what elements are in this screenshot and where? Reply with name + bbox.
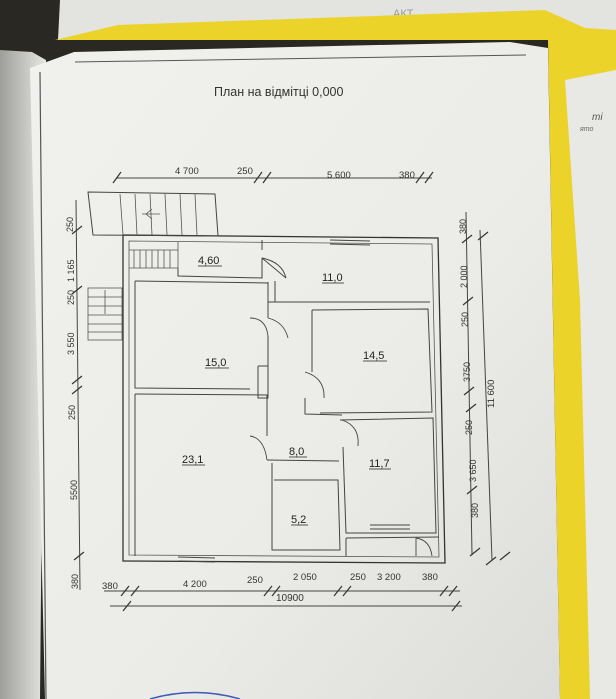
yellow-folder — [55, 10, 616, 699]
plan-dimensions: 4 700 250 5 600 380 380 4 200 250 2 050 … — [65, 166, 497, 604]
page-rule-left — [39, 71, 47, 699]
room-area-label: 4,60 — [198, 255, 219, 267]
dim-left: 250 — [67, 405, 77, 420]
dim-top: 4 700 — [175, 166, 199, 177]
page-rule-top — [74, 54, 527, 63]
dim-right: 380 — [470, 503, 480, 518]
room-area-label: 15,0 — [205, 357, 226, 369]
dim-line-right — [465, 211, 473, 556]
dim-top: 380 — [399, 170, 415, 181]
room-label-underlines — [182, 265, 391, 526]
dim-line-left — [75, 199, 81, 591]
dim-line-right-total — [479, 229, 493, 561]
dim-bottom: 3 200 — [377, 572, 401, 583]
dim-bottom: 4 200 — [183, 579, 207, 590]
room-area-label: 5,2 — [291, 514, 306, 526]
porch — [87, 191, 219, 237]
dim-left: 380 — [70, 574, 80, 589]
paper-sheet — [30, 42, 560, 699]
dim-left: 5500 — [69, 480, 79, 500]
dim-left: 250 — [66, 290, 76, 305]
windows — [177, 239, 410, 563]
dim-right: 380 — [458, 219, 468, 234]
dim-bottom: 380 — [102, 581, 118, 592]
dim-top: 250 — [237, 166, 253, 177]
floor-plan: 4 700 250 5 600 380 380 4 200 250 2 050 … — [65, 166, 511, 612]
dim-total-bottom: 10900 — [276, 593, 304, 604]
side-paper-text: mi — [592, 112, 603, 123]
side-stairs — [87, 287, 123, 341]
dim-right: 3 650 — [468, 459, 478, 482]
dim-left: 250 — [65, 217, 75, 232]
stamp-fragment — [149, 691, 241, 699]
dim-bottom: 2 050 — [293, 572, 317, 583]
porch-stairs — [119, 193, 198, 236]
room-area-label: 8,0 — [289, 446, 304, 458]
dim-ticks — [71, 171, 511, 612]
room-area-label: 11,0 — [322, 272, 343, 284]
dim-left: 3 550 — [66, 332, 76, 355]
dim-bottom: 250 — [350, 572, 366, 583]
dim-bottom: 380 — [422, 572, 438, 583]
room-area-label: 11,7 — [369, 458, 390, 470]
hall-stairs — [129, 242, 179, 269]
room-area-label: 14,5 — [363, 350, 384, 362]
room-area-label: 23,1 — [182, 454, 203, 466]
interior-walls — [134, 240, 440, 556]
dim-left: 1 165 — [66, 259, 76, 282]
side-paper — [565, 70, 616, 699]
room-labels: 4,60 11,0 15,0 14,5 23,1 8,0 11,7 5,2 — [182, 255, 390, 526]
inner-wall-outline — [128, 240, 440, 558]
dim-right: 250 — [464, 420, 474, 435]
doors — [249, 257, 433, 557]
outer-wall — [122, 234, 446, 564]
dim-right: 3750 — [462, 362, 472, 382]
dim-right: 2 000 — [459, 265, 469, 288]
dim-top: 5 600 — [327, 170, 351, 181]
dim-bottom: 250 — [247, 575, 263, 586]
dim-right: 250 — [460, 312, 470, 327]
plan-title: План на відмітці 0,000 — [214, 85, 343, 99]
dim-total-right: 11 600 — [486, 380, 497, 408]
side-paper-text: ято — [579, 126, 593, 133]
